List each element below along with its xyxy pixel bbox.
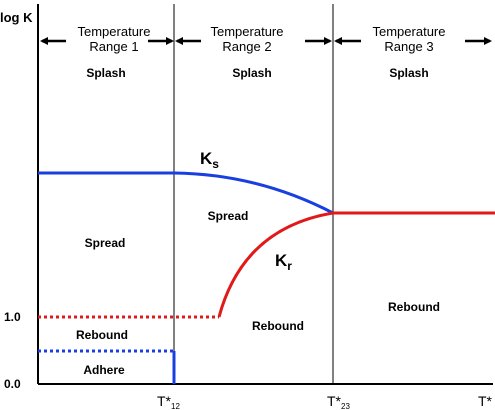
rebound-label-1: Rebound: [76, 328, 128, 342]
y-tick-0: 0.0: [4, 377, 21, 391]
ks-label: Ks: [200, 149, 219, 171]
y-tick-1: 1.0: [4, 310, 21, 324]
splash-label-3: Splash: [389, 66, 428, 80]
adhere-label: Adhere: [83, 363, 125, 377]
y-axis-label: log K: [0, 10, 33, 25]
kr-label: Kr: [275, 251, 292, 273]
spread-label-1: Spread: [85, 236, 126, 250]
range-3-line2: Range 3: [384, 39, 433, 54]
range-1-line1: Temperature: [78, 24, 151, 39]
kr-curve: [217, 211, 495, 318]
rebound-label-3: Rebound: [388, 300, 440, 314]
rebound-label-2: Rebound: [252, 319, 304, 333]
splash-label-1: Splash: [86, 66, 125, 80]
range-3-line1: Temperature: [373, 24, 446, 39]
ks-curve: [38, 171, 334, 215]
splash-label-2: Splash: [232, 66, 271, 80]
x-axis-label: T*: [478, 393, 493, 409]
range-2-line2: Range 2: [222, 39, 271, 54]
x-tick-t23: T*23: [327, 393, 350, 410]
range-1-line2: Range 1: [89, 39, 138, 54]
x-tick-t12: T*12: [157, 393, 180, 410]
range-2-line1: Temperature: [211, 24, 284, 39]
spread-label-2: Spread: [208, 209, 249, 223]
